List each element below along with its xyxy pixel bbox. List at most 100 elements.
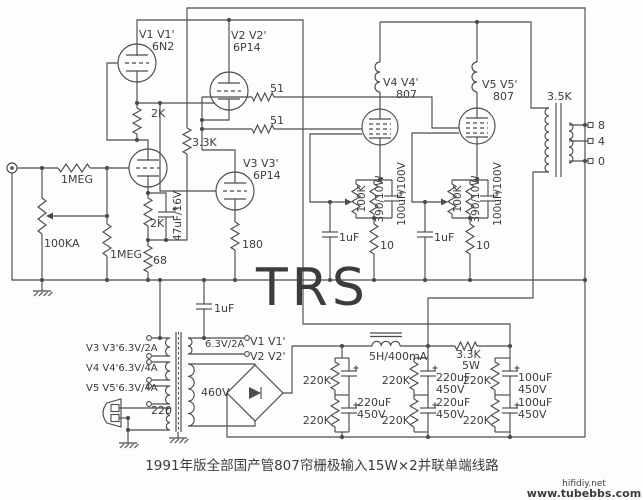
ground-bus — [11, 173, 585, 297]
label-psu-r_bleed: 220K — [463, 414, 492, 427]
wire — [544, 107, 550, 173]
wire — [568, 122, 574, 164]
label-output_transformer-primary: 3.5K — [547, 90, 572, 103]
junction-dot — [422, 199, 428, 205]
label-watermarks-site_top: hifidiy.net — [562, 479, 606, 489]
wire — [47, 291, 53, 297]
wire — [148, 154, 188, 241]
wire — [148, 192, 167, 212]
label-psu-c_filter: 220uF — [436, 371, 470, 384]
label-psu-heater_right: 6.3V/2A — [205, 339, 244, 350]
wire — [187, 363, 195, 427]
label-psu-mains: 220 — [151, 404, 172, 417]
output-transformer — [427, 103, 594, 346]
label-psu-heater_right_t1: V1 V1' — [250, 335, 286, 348]
wire — [471, 61, 478, 93]
mains-plug — [102, 398, 122, 428]
wire — [38, 291, 44, 297]
label-output_stage-pot_bias: 100K — [452, 184, 464, 212]
label-input_stage-r_tail: 68 — [153, 254, 167, 267]
label-psu-c_filter: 220uF — [357, 396, 391, 409]
junction-dot — [145, 277, 151, 283]
label-psu-v_rating: 450V — [518, 383, 547, 396]
junction-dot — [339, 434, 345, 440]
wire — [371, 340, 401, 347]
v1-srpp — [106, 43, 216, 280]
wire — [202, 149, 236, 183]
wire — [283, 346, 293, 394]
junction-dot — [125, 427, 131, 433]
junction-dot — [327, 199, 333, 205]
label-input_stage-r_feedback: 3.3K — [192, 136, 217, 149]
label-output_stage-r_meter: 10 — [380, 239, 394, 252]
wire — [142, 197, 154, 227]
driver-stage — [199, 20, 459, 280]
label-psu-r_bleed: 220K — [382, 414, 411, 427]
label-input_stage-r_series: 1MEG — [61, 173, 93, 186]
terminal — [244, 335, 250, 341]
label-output_transformer-tap_8: 8 — [598, 119, 605, 132]
label-output_transformer-tap_4: 4 — [598, 135, 605, 148]
junction-dot — [125, 415, 131, 421]
label-input_stage-r_cathode: 2K — [150, 217, 165, 230]
bridge-rectifier — [226, 364, 284, 422]
wire — [187, 337, 193, 355]
wiper-arrow — [441, 198, 448, 206]
input-jack-pin — [10, 166, 14, 170]
tap-terminal — [587, 157, 594, 165]
wire — [43, 291, 49, 297]
label-psu-r_bleed: 220K — [303, 374, 332, 387]
wiper-arrow — [345, 198, 352, 206]
tap-terminal — [587, 121, 594, 129]
wire — [179, 438, 185, 444]
label-tubes-v5-type: 807 — [493, 90, 514, 103]
junction-dot — [377, 177, 383, 183]
junction-dot — [507, 434, 513, 440]
wire — [454, 340, 478, 352]
label-input_stage-c_cathode: 47uF/16V — [172, 190, 184, 241]
label-tubes-v4-name: V4 V4' — [383, 76, 419, 89]
wire — [464, 183, 476, 215]
wire — [202, 99, 230, 121]
label-psu-heater_right_t2: V2 V2' — [250, 350, 286, 363]
label-psu-choke: 5H/400mA — [369, 350, 428, 363]
terminal — [146, 359, 152, 365]
label-psu-r_drop_power: 5W — [462, 359, 480, 372]
label-psu-heater_v3: V3 V3'6.3V/2A — [86, 343, 158, 354]
junction-dot — [232, 277, 238, 283]
plug-pin — [110, 403, 120, 413]
wire — [188, 421, 256, 427]
wire — [251, 123, 275, 135]
label-driver_stage-r_cathode: 180 — [242, 238, 263, 251]
wire — [164, 337, 171, 357]
wire — [408, 398, 420, 428]
terminal — [146, 401, 152, 407]
label-output_stage-c_coupling: 1uF — [434, 231, 454, 244]
label-watermarks-trs: TRS — [255, 258, 369, 318]
label-psu-c_heater: 1uF — [214, 302, 234, 315]
label-watermarks-site_bottom: www.tubebbs.com — [527, 487, 641, 500]
label-output_stage-c_cathode: 100uF/100V — [492, 161, 504, 225]
label-psu-r_bleed: 220K — [463, 374, 492, 387]
wire — [368, 223, 380, 255]
wire — [131, 107, 143, 135]
junction-dot — [371, 215, 377, 221]
junction-dot — [422, 277, 428, 283]
label-output_stage-c_cathode: 100uF/100V — [396, 161, 408, 225]
junction-dot — [467, 215, 473, 221]
label-tubes-v4-type: 807 — [396, 88, 417, 101]
junction-dot — [327, 277, 333, 283]
wire — [133, 443, 139, 449]
terminal — [244, 351, 250, 357]
wire — [188, 363, 256, 365]
wire — [181, 127, 193, 155]
wire — [368, 183, 380, 215]
junction-dot — [474, 177, 480, 183]
junction-dot — [163, 237, 169, 243]
junction-dot — [199, 117, 205, 123]
label-output_stage-r_meter: 10 — [476, 239, 490, 252]
label-tubes-v1-type: 6N2 — [152, 40, 174, 53]
plug-pin — [110, 413, 120, 423]
label-psu-v_rating: 450V — [436, 408, 465, 421]
label-output_stage-pot_bias: 100K — [356, 184, 368, 212]
